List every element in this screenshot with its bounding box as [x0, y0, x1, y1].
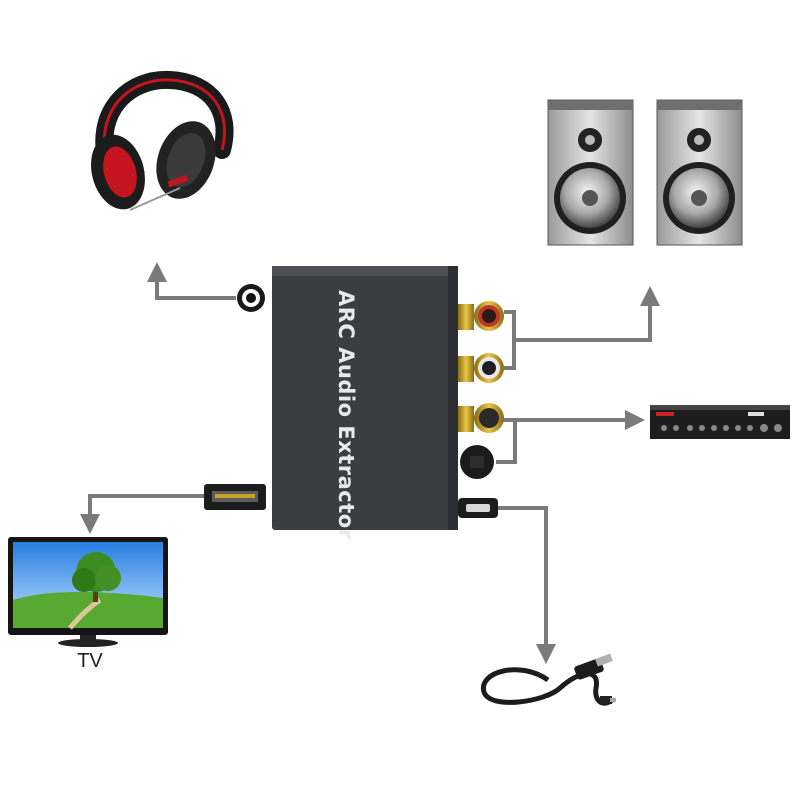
left-speaker [547, 99, 634, 246]
tv-icon [8, 537, 168, 647]
headphones-icon [91, 70, 234, 211]
tv-line [80, 494, 205, 534]
usb-line [498, 506, 556, 664]
connector-lines [80, 262, 650, 664]
device-title: ARC Audio Extractor [334, 290, 358, 540]
rca-white-jack [458, 353, 504, 383]
speaker-line [504, 296, 650, 370]
speakers-icon [547, 99, 743, 246]
tv-label: TV [77, 650, 103, 672]
headphone-jack [237, 284, 265, 312]
right-speaker [656, 99, 743, 246]
rca-red-jack [458, 301, 504, 331]
optical-jack [460, 445, 494, 479]
coaxial-jack [458, 403, 504, 433]
hdmi-port [204, 484, 266, 510]
optical-line [496, 420, 517, 464]
usb-cable-icon [481, 653, 616, 706]
usb-port [458, 498, 498, 518]
amplifier-icon [650, 405, 790, 439]
arc-audio-extractor-device [272, 266, 458, 530]
headphone-line [147, 262, 236, 300]
